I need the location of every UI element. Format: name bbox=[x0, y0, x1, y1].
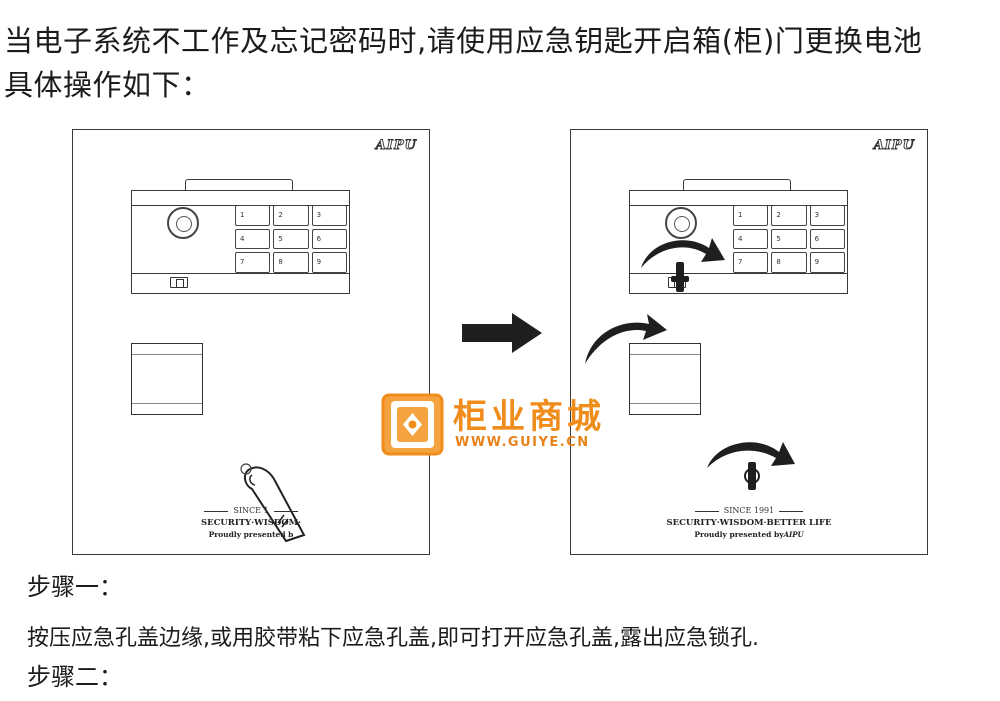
key: 8 bbox=[273, 252, 309, 273]
presented-text: Proudly presented byAIPU bbox=[571, 530, 927, 539]
motto-text: SECURITY·WISDOM·BETTER LIFE bbox=[666, 518, 832, 528]
number-keys: 1 2 3 4 5 6 7 8 9 bbox=[235, 205, 347, 273]
key: 1 bbox=[733, 205, 769, 226]
site-watermark: 柜业商城 WWW.GUIYE.CN bbox=[381, 391, 627, 461]
key: 4 bbox=[733, 228, 769, 250]
motto-text: SECURITY·WISDOM· bbox=[201, 518, 301, 528]
turn-key-arrow-icon bbox=[707, 442, 795, 468]
key: 8 bbox=[771, 252, 807, 273]
key: 5 bbox=[771, 228, 807, 250]
key: 1 bbox=[235, 205, 271, 226]
emergency-key-icon bbox=[671, 262, 689, 292]
emergency-cover-icon bbox=[170, 277, 188, 288]
presented-brand: AIPU bbox=[783, 530, 804, 539]
since-text: SINCE 1991 bbox=[571, 506, 927, 515]
open-cover-arrow-icon bbox=[585, 314, 667, 364]
emergency-key-icon bbox=[744, 462, 760, 490]
brand-footer: SINCE 1991 SECURITY·WISDOM·BETTER LIFE P… bbox=[571, 506, 927, 539]
step1-description: 按压应急孔盖边缘,或用胶带粘下应急孔盖,即可打开应急孔盖,露出应急锁孔. bbox=[27, 626, 759, 651]
fingerprint-reader-icon bbox=[167, 207, 199, 239]
pressing-finger-icon bbox=[240, 463, 306, 543]
guiye-logo-icon bbox=[381, 393, 444, 456]
safe-door-illustration-step2: AIPU 1 2 3 4 5 6 7 8 9 SINC bbox=[570, 129, 928, 555]
key: 6 bbox=[809, 228, 845, 250]
keypad-top-bezel bbox=[683, 179, 791, 191]
key: 9 bbox=[809, 252, 845, 273]
next-step-arrow-icon bbox=[462, 313, 542, 353]
key: 9 bbox=[311, 252, 347, 273]
emergency-hole-cover bbox=[629, 343, 701, 415]
key: 7 bbox=[733, 252, 769, 273]
header-line-1: 当电子系统不工作及忘记密码时,请使用应急钥匙开启箱(柜)门更换电池 bbox=[4, 24, 923, 58]
safe-door-illustration-step1: AIPU 1 2 3 4 5 6 7 8 9 SINCE 1 SECURITY·… bbox=[72, 129, 430, 555]
key: 6 bbox=[311, 228, 347, 250]
watermark-url: WWW.GUIYE.CN bbox=[455, 435, 590, 450]
key: 2 bbox=[273, 205, 309, 226]
keypad-divider bbox=[132, 273, 349, 274]
key: 4 bbox=[235, 228, 271, 250]
keypad-divider bbox=[630, 273, 847, 274]
key: 3 bbox=[311, 205, 347, 226]
keypad-top-bezel bbox=[185, 179, 293, 191]
watermark-title: 柜业商城 bbox=[453, 397, 605, 437]
since-text: SINCE 1 bbox=[73, 506, 429, 515]
header-line-2: 具体操作如下： bbox=[4, 68, 211, 102]
emergency-hole-cover bbox=[131, 343, 203, 415]
step1-label: 步骤一： bbox=[27, 573, 123, 601]
keypad-panel: 1 2 3 4 5 6 7 8 9 bbox=[131, 190, 350, 294]
brand-logo: AIPU bbox=[873, 138, 915, 154]
presented-prefix: Proudly presented by bbox=[694, 530, 784, 539]
step2-label: 步骤二： bbox=[27, 663, 123, 691]
key: 3 bbox=[809, 205, 845, 226]
keypad-panel: 1 2 3 4 5 6 7 8 9 bbox=[629, 190, 848, 294]
presented-text: Proudly presented b bbox=[208, 530, 294, 539]
brand-footer: SINCE 1 SECURITY·WISDOM· Proudly present… bbox=[73, 506, 429, 539]
fingerprint-reader-icon bbox=[665, 207, 697, 239]
number-keys: 1 2 3 4 5 6 7 8 9 bbox=[733, 205, 845, 273]
key: 2 bbox=[771, 205, 807, 226]
turn-key-arrow-icon bbox=[641, 238, 725, 268]
key: 5 bbox=[273, 228, 309, 250]
key: 7 bbox=[235, 252, 271, 273]
brand-logo: AIPU bbox=[375, 138, 417, 154]
